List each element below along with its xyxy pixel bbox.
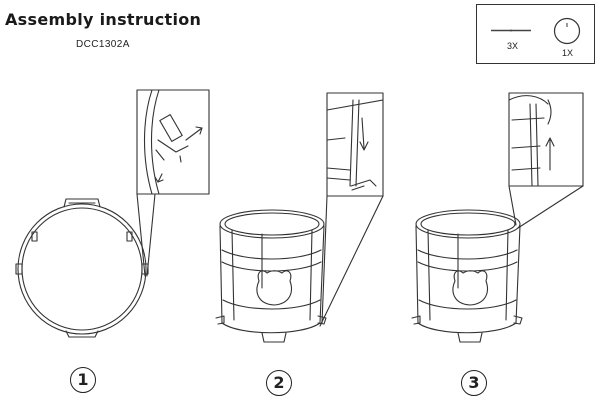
step-1-number: 1 bbox=[70, 367, 96, 393]
step1-detail-inset bbox=[136, 89, 210, 277]
disc-quantity: 1X bbox=[562, 48, 574, 58]
step3-detail-inset bbox=[508, 92, 584, 229]
step2-bin bbox=[215, 209, 327, 343]
round-disc-icon bbox=[553, 17, 581, 45]
model-code: DCC1302A bbox=[76, 39, 130, 50]
step-3-number: 3 bbox=[461, 370, 487, 396]
parts-list-box: 3X 1X bbox=[476, 4, 595, 64]
step3-bin bbox=[411, 209, 523, 343]
step-2-number: 2 bbox=[266, 370, 292, 396]
step1-collapsed-ring bbox=[15, 198, 149, 338]
support-rod-icon bbox=[491, 29, 531, 32]
rod-quantity: 3X bbox=[507, 41, 519, 51]
page-title: Assembly instruction bbox=[5, 10, 202, 29]
step2-detail-inset bbox=[319, 92, 384, 327]
